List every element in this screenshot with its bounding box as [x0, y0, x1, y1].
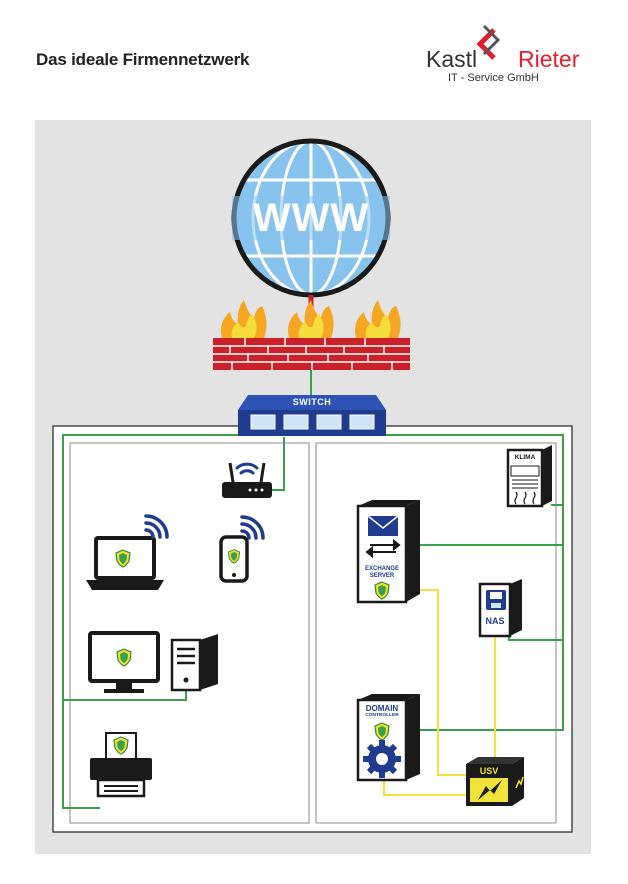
- www-label: WWW: [252, 196, 370, 240]
- server-zone-frame: [315, 442, 557, 824]
- nas-label: NAS: [485, 616, 505, 626]
- exchange-label-line1: EXCHANGE: [364, 566, 399, 572]
- power-cables: [383, 589, 496, 796]
- domain-label-line1: DOMAIN: [365, 704, 399, 713]
- pc-tower-icon: [170, 634, 218, 692]
- usv-label: USV: [479, 766, 499, 776]
- switch-label: SWITCH: [292, 397, 332, 407]
- printer-icon: [90, 732, 152, 798]
- wifi-router-icon: [222, 462, 272, 498]
- network-switch-icon: [238, 395, 386, 436]
- desktop-monitor-icon: [88, 631, 160, 693]
- domain-controller-icon: [356, 694, 420, 782]
- fire-flames-icon: [221, 300, 401, 338]
- company-logo: Kastl Rieter IT - Service GmbH: [418, 18, 596, 84]
- laptop-icon: [86, 514, 169, 590]
- ups-power-icon: [466, 757, 524, 806]
- domain-label-line2: CONTROLLER: [365, 713, 399, 718]
- logo-text-kastl: Kastl: [426, 46, 478, 72]
- exchange-server-icon: [356, 500, 420, 604]
- nas-storage-icon: [478, 579, 522, 638]
- klima-label: KLIMA: [514, 454, 536, 461]
- network-cables: [62, 367, 564, 809]
- logo-text-rieter: Rieter: [518, 46, 580, 72]
- gear-icon: [363, 740, 401, 778]
- climate-unit-icon: [506, 445, 552, 508]
- logo-mark-icon: [476, 24, 501, 60]
- logo-subtitle: IT - Service GmbH: [448, 72, 539, 84]
- page-title: Das ideale Firmennetzwerk: [36, 50, 250, 69]
- client-zone-frame: [69, 442, 310, 824]
- exchange-label-line2: SERVER: [369, 573, 395, 579]
- firewall-icon: [213, 338, 410, 370]
- smartphone-icon: [219, 515, 265, 583]
